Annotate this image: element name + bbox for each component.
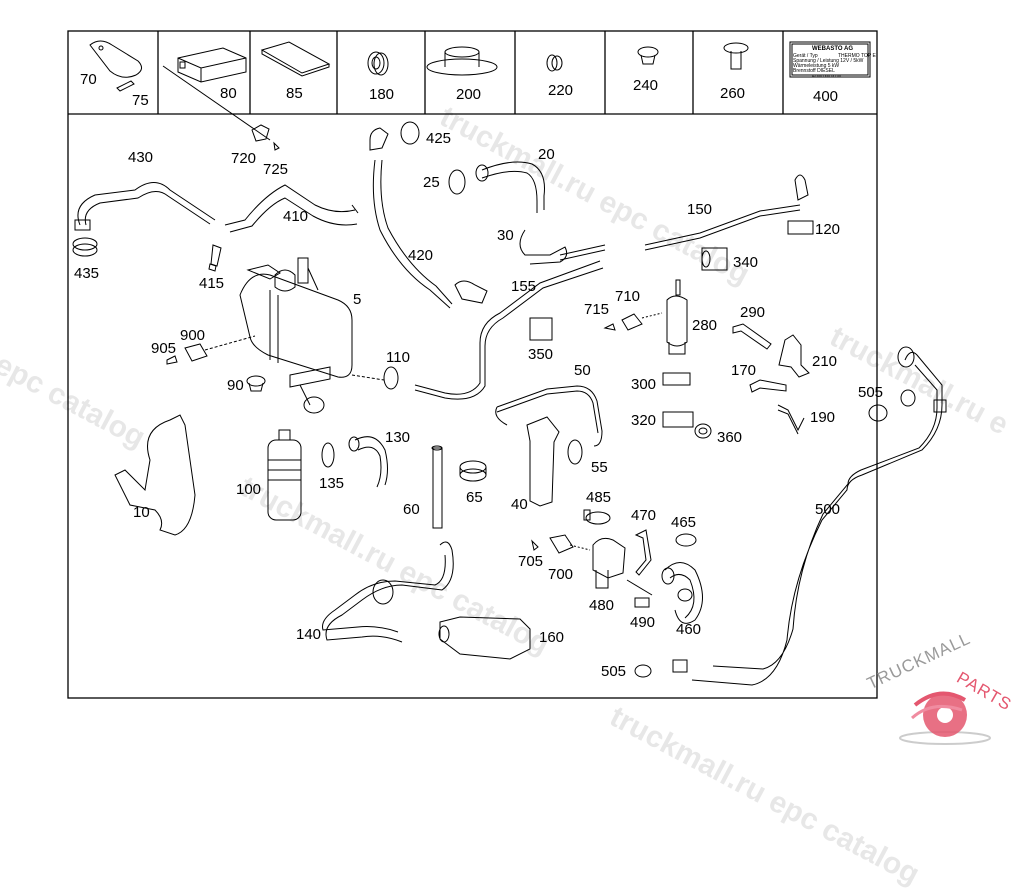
part-label-65[interactable]: 65 (466, 489, 483, 506)
part-label-40[interactable]: 40 (511, 496, 528, 513)
part-label-190[interactable]: 190 (810, 409, 836, 426)
part-label-420[interactable]: 420 (408, 247, 434, 264)
part-label-505[interactable]: 505 (601, 663, 627, 680)
part-label-135[interactable]: 135 (319, 475, 345, 492)
part-label-470[interactable]: 470 (631, 507, 657, 524)
battery-cell-icon (116, 80, 135, 92)
part-label-55[interactable]: 55 (591, 459, 608, 476)
part-label-480[interactable]: 480 (589, 597, 615, 614)
cap-icon (637, 46, 659, 65)
part-label-90[interactable]: 90 (227, 377, 244, 394)
part-label-25[interactable]: 25 (423, 174, 440, 191)
part-label-75[interactable]: 75 (132, 92, 149, 109)
part-label-160[interactable]: 160 (539, 629, 565, 646)
silencer-icon (267, 429, 302, 521)
part-label-710[interactable]: 710 (615, 288, 641, 305)
part-label-240[interactable]: 240 (633, 77, 659, 94)
part-label-220[interactable]: 220 (548, 82, 574, 99)
grommet-icon (367, 51, 389, 76)
foam-pad-icon (260, 41, 331, 77)
part-label-30[interactable]: 30 (497, 227, 514, 244)
part-label-490[interactable]: 490 (630, 614, 656, 631)
part-label-120[interactable]: 120 (815, 221, 841, 238)
control-unit-icon (177, 47, 247, 83)
part-label-350[interactable]: 350 (528, 346, 554, 363)
part-label-170[interactable]: 170 (731, 362, 757, 379)
part-label-290[interactable]: 290 (740, 304, 766, 321)
part-label-140[interactable]: 140 (296, 626, 322, 643)
part-label-320[interactable]: 320 (631, 412, 657, 429)
part-label-465[interactable]: 465 (671, 514, 697, 531)
part-label-50[interactable]: 50 (574, 362, 591, 379)
diagram-drawing (67, 30, 947, 699)
type-plate-line: Gerät / Typ (793, 53, 818, 59)
part-label-720[interactable]: 720 (231, 150, 257, 167)
part-label-430[interactable]: 430 (128, 149, 154, 166)
part-label-905[interactable]: 905 (151, 340, 177, 357)
type-plate-footer: A 000 000 00 00 (812, 73, 842, 78)
part-label-300[interactable]: 300 (631, 376, 657, 393)
part-label-715[interactable]: 715 (584, 301, 610, 318)
part-label-500[interactable]: 500 (815, 501, 841, 518)
gear-logo-icon (899, 691, 991, 745)
part-label-705[interactable]: 705 (518, 553, 544, 570)
part-label-460[interactable]: 460 (676, 621, 702, 638)
part-label-10[interactable]: 10 (133, 504, 150, 521)
part-label-110[interactable]: 110 (386, 349, 410, 366)
type-plate-model: THERMO TOP E (838, 53, 876, 59)
part-label-150[interactable]: 150 (687, 201, 713, 218)
dosing-pump-icon (666, 279, 688, 355)
parts-diagram: truckmall.ru epc catalog l epc catalog t… (0, 30, 1020, 891)
part-label-400[interactable]: 400 (813, 88, 839, 105)
part-label-435[interactable]: 435 (74, 265, 100, 282)
type-plate-brand: WEBASTO AG (812, 46, 854, 52)
part-label-155[interactable]: 155 (511, 278, 537, 295)
part-label-100[interactable]: 100 (236, 481, 262, 498)
part-label-130[interactable]: 130 (385, 429, 411, 446)
part-label-85[interactable]: 85 (286, 85, 303, 102)
circulation-pump-icon (592, 537, 626, 589)
part-label-485[interactable]: 485 (586, 489, 612, 506)
part-label-340[interactable]: 340 (733, 254, 759, 271)
part-label-425[interactable]: 425 (426, 130, 452, 147)
part-label-505[interactable]: 505 (858, 384, 884, 401)
part-label-280[interactable]: 280 (692, 317, 718, 334)
part-label-725[interactable]: 725 (263, 161, 289, 178)
plug-icon (546, 54, 563, 72)
push-clip-icon (723, 42, 749, 70)
part-label-20[interactable]: 20 (538, 146, 555, 163)
part-label-5[interactable]: 5 (353, 291, 362, 308)
part-label-70[interactable]: 70 (80, 71, 97, 88)
truckmall-parts-logo: TRUCKMALL PARTS (860, 629, 1020, 750)
part-label-260[interactable]: 260 (720, 85, 746, 102)
part-label-210[interactable]: 210 (812, 353, 838, 370)
part-label-80[interactable]: 80 (220, 85, 237, 102)
diagram-frame (67, 30, 878, 699)
type-plate-icon (789, 41, 871, 78)
type-plate-line: Wärmeleistung 5 kW (793, 63, 840, 69)
heater-unit-icon (239, 257, 353, 414)
part-label-700[interactable]: 700 (548, 566, 574, 583)
part-label-200[interactable]: 200 (456, 86, 482, 103)
part-label-180[interactable]: 180 (369, 86, 395, 103)
part-label-900[interactable]: 900 (180, 327, 206, 344)
flanged-grommet-icon (426, 46, 498, 76)
remote-key-fob-icon (89, 40, 142, 78)
part-label-415[interactable]: 415 (199, 275, 225, 292)
type-plate-line: Brennstoff DIESEL (793, 68, 835, 74)
part-label-410[interactable]: 410 (283, 208, 309, 225)
part-label-360[interactable]: 360 (717, 429, 743, 446)
type-plate-line: Spannung / Leistung 12V / 5kW (793, 58, 864, 64)
part-label-60[interactable]: 60 (403, 501, 420, 518)
